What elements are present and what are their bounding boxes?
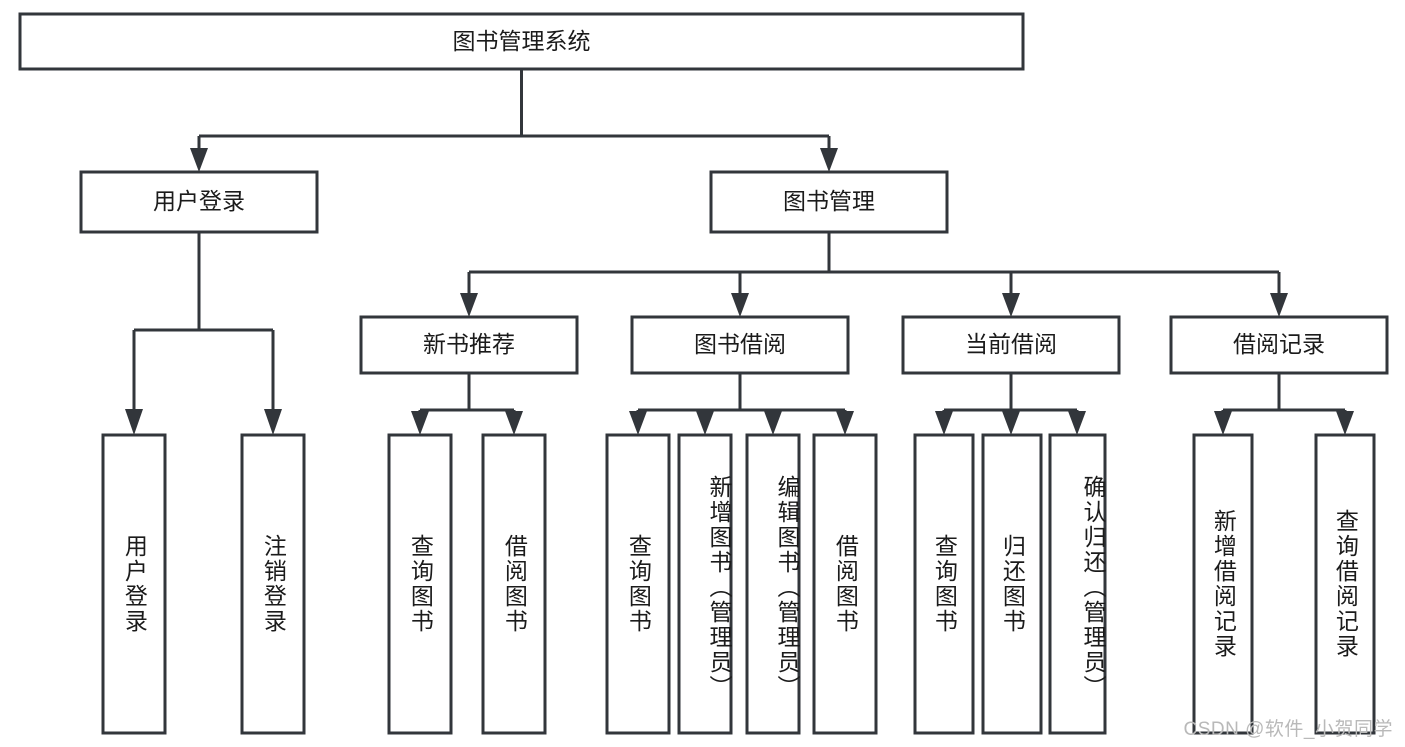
leaf-label-query-book-3[interactable]: 查询图书 [931, 534, 958, 634]
leaf-box-add-book [677, 433, 733, 735]
leaf-box-query-book-2 [605, 433, 671, 735]
leaf-label-add-book[interactable]: 新增图书（管理员） [706, 474, 732, 700]
connector-root-to-level2 [190, 69, 838, 172]
connector-bookborrow-to-leaves [629, 373, 854, 435]
leaf-label-edit-book[interactable]: 编辑图书（管理员） [774, 474, 800, 700]
connector-userlogin-to-leaves [125, 232, 282, 435]
node-borrow-record-label: 借阅记录 [1233, 331, 1325, 357]
node-book-manage[interactable]: 图书管理 [709, 170, 949, 234]
leaf-box-add-record [1192, 433, 1254, 735]
node-book-borrow[interactable]: 图书借阅 [630, 315, 850, 375]
leaf-box-logout-login [240, 433, 306, 735]
leaf-box-user-login [101, 433, 167, 735]
leaf-label-return-book[interactable]: 归还图书 [999, 534, 1026, 634]
leaf-label-query-book-1[interactable]: 查询图书 [407, 534, 434, 634]
node-root[interactable]: 图书管理系统 [18, 12, 1025, 71]
node-current-borrow-label: 当前借阅 [965, 331, 1057, 357]
node-current-borrow[interactable]: 当前借阅 [901, 315, 1121, 375]
leaf-box-query-book-3 [913, 433, 975, 735]
connector-borrowrecord-to-leaves [1214, 373, 1354, 435]
node-user-login[interactable]: 用户登录 [79, 170, 319, 234]
node-new-book-rec-label: 新书推荐 [423, 331, 515, 357]
csdn-watermark: CSDN @软件_小贺同学 [1183, 719, 1393, 740]
leaf-label-add-record[interactable]: 新增借阅记录 [1210, 509, 1237, 659]
leaf-box-edit-book [745, 433, 801, 735]
node-book-manage-label: 图书管理 [783, 188, 875, 214]
connector-currentborrow-to-leaves [935, 373, 1086, 435]
connector-bookmanage-to-level3 [460, 232, 1288, 317]
connector-newbookrec-to-leaves [411, 373, 523, 435]
leaf-label-confirm-return[interactable]: 确认归还（管理员） [1080, 474, 1106, 700]
leaf-boxes [101, 433, 1376, 735]
node-borrow-record[interactable]: 借阅记录 [1169, 315, 1389, 375]
node-book-borrow-label: 图书借阅 [694, 331, 786, 357]
leaf-label-borrow-book-2[interactable]: 借阅图书 [832, 534, 859, 634]
leaf-box-borrow-book-1 [481, 433, 547, 735]
leaf-box-query-record [1314, 433, 1376, 735]
leaf-box-query-book-1 [387, 433, 453, 735]
node-new-book-rec[interactable]: 新书推荐 [359, 315, 579, 375]
leaf-box-borrow-book-2 [812, 433, 878, 735]
leaf-label-borrow-book-1[interactable]: 借阅图书 [501, 534, 528, 634]
leaf-box-return-book [981, 433, 1043, 735]
node-root-label: 图书管理系统 [453, 28, 591, 54]
leaf-label-query-record[interactable]: 查询借阅记录 [1332, 509, 1359, 659]
node-user-login-label: 用户登录 [153, 188, 245, 214]
leaf-label-query-book-2[interactable]: 查询图书 [625, 534, 652, 634]
leaf-label-logout-login[interactable]: 注销登录 [260, 534, 287, 634]
leaf-label-user-login[interactable]: 用户登录 [121, 534, 148, 634]
leaf-box-confirm-return [1048, 433, 1107, 735]
